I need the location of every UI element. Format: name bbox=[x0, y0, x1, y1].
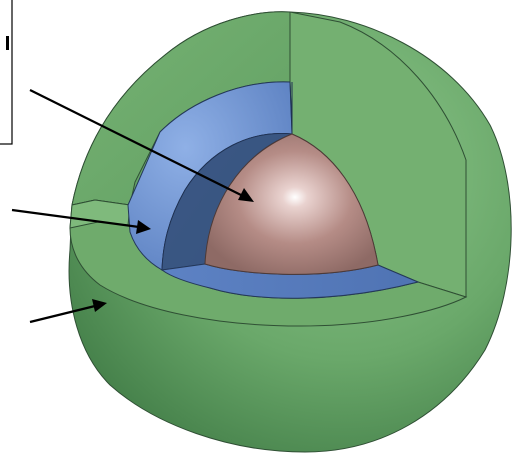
inner-core bbox=[204, 133, 379, 275]
arrow-middle-layer bbox=[11, 208, 151, 234]
arrow-outer-shell bbox=[29, 299, 107, 324]
label-box-mark bbox=[6, 36, 9, 50]
arrow-core bbox=[29, 89, 254, 202]
label-box bbox=[0, 0, 13, 145]
